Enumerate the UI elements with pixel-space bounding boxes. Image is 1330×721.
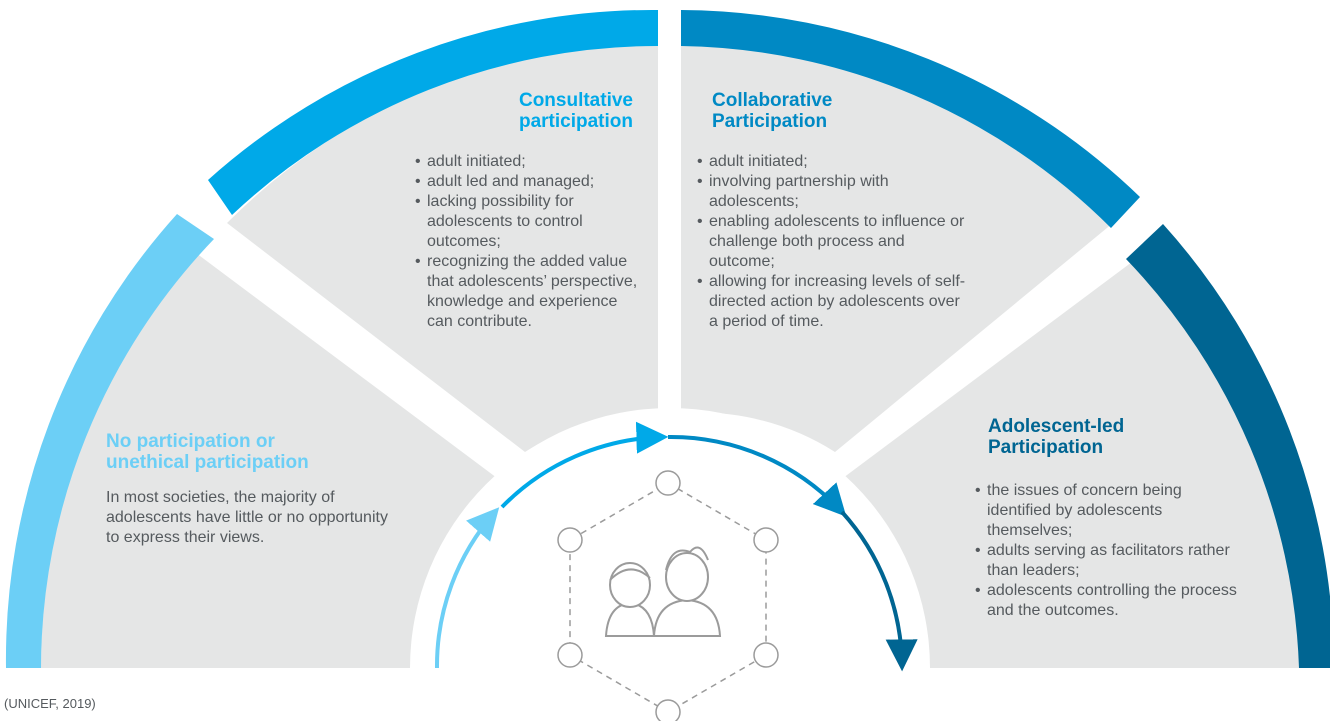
bullet-item: allowing for increasing levels of self-d…: [697, 272, 967, 332]
bullet-item: lacking possibility for adolescents to c…: [415, 192, 645, 252]
band-adolescent-led: [1126, 224, 1330, 668]
bullet-item: adult initiated;: [697, 152, 967, 172]
bullet-item: adolescents controlling the process and …: [975, 581, 1245, 621]
center-cutout: [410, 408, 930, 668]
segment-title-consultative: Consultative participation: [518, 90, 633, 132]
segment-title-none: No participation or unethical participat…: [106, 431, 309, 473]
arrow-consultative-to-collaborative: [500, 421, 669, 509]
citation: (UNICEF, 2019): [4, 696, 96, 711]
arrow-collaborative-to-adolescent-led: [667, 434, 847, 517]
arrow-adolescent-led-onward: [840, 510, 918, 672]
segment-body-none: In most societies, the majority of adole…: [106, 489, 388, 546]
bullet-item: recognizing the added value that adolesc…: [415, 252, 645, 332]
bullet-item: involving partnership with adolescents;: [697, 172, 967, 212]
segment-title-collaborative: Collaborative Participation: [712, 90, 833, 132]
bullet-item: enabling adolescents to influence or cha…: [697, 212, 967, 272]
bullet-item: the issues of concern being identified b…: [975, 481, 1245, 541]
arrow-none-to-consultative: [434, 507, 500, 669]
bullet-item: adults serving as facilitators rather th…: [975, 541, 1245, 581]
bullet-list-adolescent-led: the issues of concern being identified b…: [975, 481, 1245, 621]
band-collaborative: [681, 10, 1140, 228]
bullet-item: adult initiated;: [415, 152, 645, 172]
bullet-list-consultative: adult initiated; adult led and managed; …: [415, 152, 645, 332]
band-none: [5, 214, 214, 668]
segment-title-adolescent-led: Adolescent-led Participation: [988, 416, 1125, 458]
bullet-list-collaborative: adult initiated; involving partnership w…: [697, 152, 967, 332]
adolescents-network-icon: [557, 470, 779, 721]
band-consultative: [208, 9, 658, 216]
panel-none: [40, 253, 497, 668]
bullet-item: adult led and managed;: [415, 172, 645, 192]
